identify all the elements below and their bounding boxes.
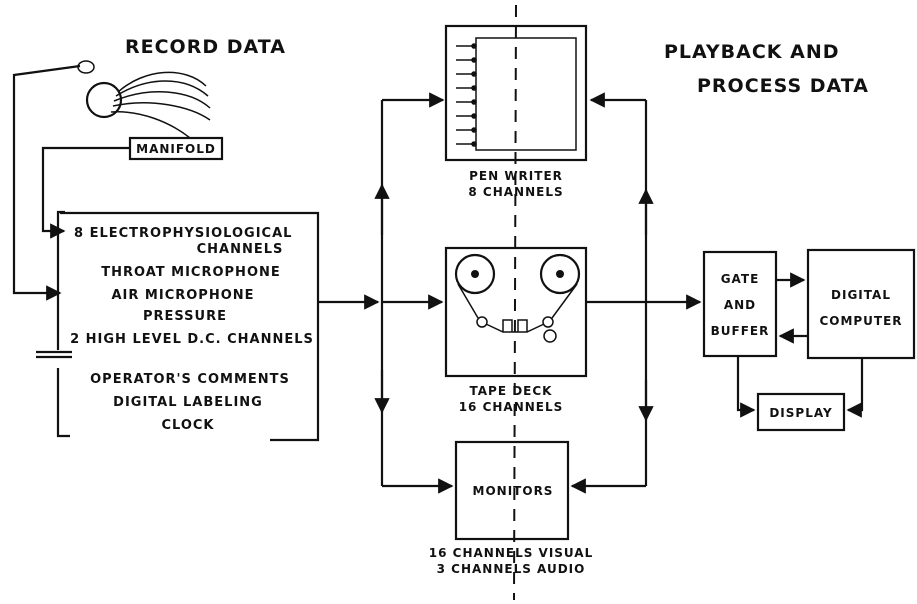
gate-buffer-box <box>702 250 778 358</box>
record-unit-bracket <box>36 210 320 442</box>
record-line-5: PRESSURE <box>143 309 227 324</box>
computer-to-display-arrow <box>846 358 864 418</box>
tape-deck-label: TAPE DECK <box>470 384 553 398</box>
subject-head-icon <box>77 60 211 139</box>
gate-to-display-arrow <box>736 356 756 418</box>
record-line-6: 2 HIGH LEVEL D.C. CHANNELS <box>70 332 314 347</box>
manifold-connector <box>41 146 130 239</box>
playback-heading-line1: PLAYBACK AND <box>664 41 840 63</box>
tape-deck-channels: 16 CHANNELS <box>459 400 564 414</box>
monitors-audio-channels: 3 CHANNELS AUDIO <box>437 562 586 576</box>
monitors-label: MONITORS <box>473 484 554 498</box>
record-line-8: DIGITAL LABELING <box>113 395 263 410</box>
pen-writer-box <box>444 24 588 162</box>
record-line-3: THROAT MICROPHONE <box>101 265 281 280</box>
record-line-4: AIR MICROPHONE <box>111 288 254 303</box>
computer-label-1: DIGITAL <box>831 288 891 302</box>
digital-computer-box <box>806 248 916 360</box>
monitors-visual-channels: 16 CHANNELS VISUAL <box>429 546 593 560</box>
record-line-7: OPERATOR'S COMMENTS <box>90 372 290 387</box>
gate-label-2: AND <box>724 298 756 312</box>
display-box <box>756 392 846 432</box>
gate-label-1: GATE <box>721 272 760 286</box>
pen-writer-label: PEN WRITER <box>469 169 563 183</box>
tape-deck-box <box>444 246 588 378</box>
pen-writer-channels: 8 CHANNELS <box>468 185 563 199</box>
display-label: DISPLAY <box>769 406 832 420</box>
record-line-2: CHANNELS <box>197 242 284 257</box>
record-line-1: 8 ELECTROPHYSIOLOGICAL <box>74 226 292 241</box>
playback-heading-line2: PROCESS DATA <box>697 75 869 97</box>
monitors-box <box>454 440 570 541</box>
computer-label-2: COMPUTER <box>819 314 902 328</box>
divider-line <box>513 4 517 601</box>
record-data-heading: RECORD DATA <box>125 36 286 58</box>
record-line-9: CLOCK <box>161 418 214 433</box>
manifold-label: MANIFOLD <box>136 142 216 156</box>
microphone-wire <box>12 64 81 301</box>
gate-label-3: BUFFER <box>711 324 770 338</box>
